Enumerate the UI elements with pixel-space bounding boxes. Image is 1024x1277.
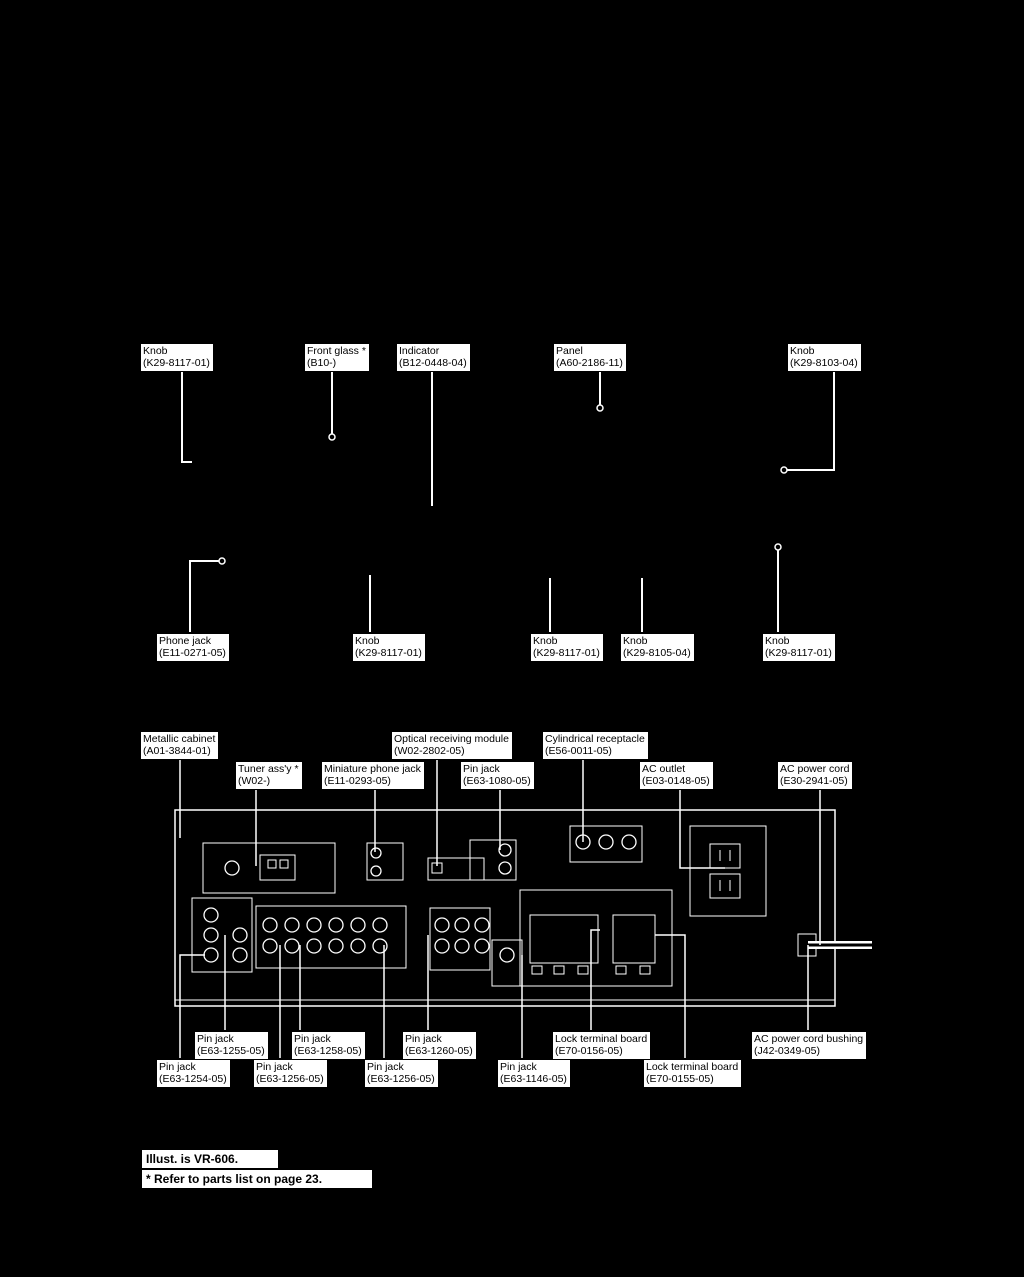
label-knob-left-top: Knob(K29-8117-01) — [141, 344, 213, 371]
leader-knob-right-top — [786, 372, 835, 471]
leader-dot — [328, 433, 336, 441]
rear-panel — [174, 809, 836, 1007]
leader-dot — [774, 543, 782, 551]
label-knob-bottom-1: Knob(K29-8117-01) — [531, 634, 603, 661]
parts-list-note: * Refer to parts list on page 23. — [142, 1170, 372, 1188]
illust-note: Illust. is VR-606. — [142, 1150, 278, 1168]
label-front-glass: Front glass *(B10-) — [305, 344, 369, 371]
label-miniature-phone-jack: Miniature phone jack(E11-0293-05) — [322, 762, 424, 789]
label-pin-jack-1256-a: Pin jack(E63-1256-05) — [254, 1060, 327, 1087]
leader-pin-1254 — [179, 954, 205, 1058]
label-ac-outlet: AC outlet(E03-0148-05) — [640, 762, 713, 789]
leader-ac-outlet — [679, 790, 725, 869]
leader-knob-left-top — [181, 372, 192, 463]
label-pin-jack-top: Pin jack(E63-1080-05) — [461, 762, 534, 789]
label-ac-power-cord: AC power cord(E30-2941-05) — [778, 762, 853, 789]
label-pin-jack-1254: Pin jack(E63-1254-05) — [157, 1060, 230, 1087]
label-pin-jack-1256-b: Pin jack(E63-1256-05) — [365, 1060, 438, 1087]
label-knob-bottom-right: Knob(K29-8117-01) — [763, 634, 835, 661]
label-knob-bottom-2: Knob(K29-8105-04) — [621, 634, 694, 661]
label-pin-jack-1258: Pin jack(E63-1258-05) — [292, 1032, 365, 1059]
leader-phone-jack — [189, 560, 220, 632]
label-optical-module: Optical receiving module(W02-2802-05) — [392, 732, 512, 759]
leader-dot — [218, 557, 226, 565]
label-pin-jack-1260: Pin jack(E63-1260-05) — [403, 1032, 476, 1059]
label-indicator: Indicator(B12-0448-04) — [397, 344, 470, 371]
label-metallic-cabinet: Metallic cabinet(A01-3844-01) — [141, 732, 219, 759]
label-knob-right-top: Knob(K29-8103-04) — [788, 344, 861, 371]
leader-lock-0156 — [590, 929, 600, 1030]
label-lock-terminal-0155: Lock terminal board(E70-0155-05) — [644, 1060, 742, 1087]
leader-dot — [780, 466, 788, 474]
leader-lock-0155 — [655, 934, 686, 1058]
label-lock-terminal-0156: Lock terminal board(E70-0156-05) — [553, 1032, 651, 1059]
label-knob-center-bottom: Knob(K29-8117-01) — [353, 634, 425, 661]
label-tuner-assy: Tuner ass'y *(W02-) — [236, 762, 302, 789]
label-cylindrical-receptacle: Cylindrical receptacle(E56-0011-05) — [543, 732, 648, 759]
label-phone-jack: Phone jack(E11-0271-05) — [157, 634, 229, 661]
label-pin-jack-1146: Pin jack(E63-1146-05) — [498, 1060, 570, 1087]
label-ac-cord-bushing: AC power cord bushing(J42-0349-05) — [752, 1032, 867, 1059]
label-panel: Panel(A60-2186-11) — [554, 344, 626, 371]
label-pin-jack-1255: Pin jack(E63-1255-05) — [195, 1032, 268, 1059]
leader-dot — [596, 404, 604, 412]
